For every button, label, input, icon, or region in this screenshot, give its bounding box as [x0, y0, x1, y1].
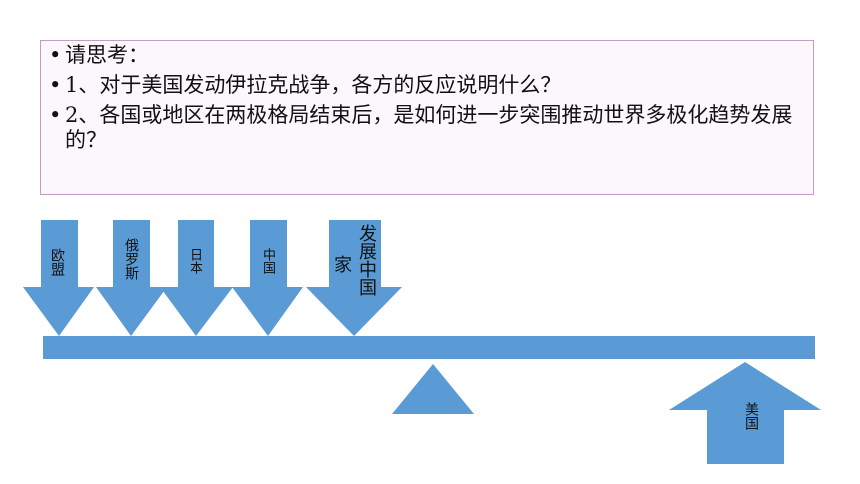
question-1: • 1、对于美国发动伊拉克战争，各方的反应说明什么？: [49, 73, 803, 98]
label-developing-countries-line2: 发展中国: [356, 224, 377, 296]
label-china: 中国: [260, 248, 275, 274]
arrow-japan: [160, 220, 233, 336]
question-2: • 2、各国或地区在两极格局结束后，是如何进一步突围推动世界多极化趋势发展的？: [49, 103, 803, 153]
label-russia: 俄罗斯: [123, 238, 139, 280]
question-box: • 请思考： • 1、对于美国发动伊拉克战争，各方的反应说明什么？ • 2、各国…: [40, 40, 814, 195]
bullet-icon: •: [49, 73, 62, 97]
label-japan: 日本: [187, 248, 202, 274]
bullet-icon: •: [49, 103, 62, 127]
bullet-icon: •: [49, 43, 62, 67]
arrow-eu: [23, 220, 94, 336]
arrow-russia: [96, 220, 167, 336]
arrow-china: [232, 220, 303, 336]
question-2-text: 2、各国或地区在两极格局结束后，是如何进一步突围推动世界多极化趋势发展的？: [65, 103, 793, 152]
label-eu: 欧盟: [49, 248, 65, 276]
question-1-text: 1、对于美国发动伊拉克战争，各方的反应说明什么？: [65, 73, 562, 97]
arrow-usa: [669, 362, 821, 464]
label-developing-countries-line1: 家: [331, 255, 352, 273]
question-heading-text: 请思考：: [65, 43, 149, 67]
arrow-developing-countries: [306, 220, 402, 336]
seesaw-beam: [43, 336, 815, 359]
fulcrum-triangle: [392, 364, 474, 414]
question-heading: • 请思考：: [49, 43, 803, 68]
label-usa: 美国: [743, 402, 759, 430]
